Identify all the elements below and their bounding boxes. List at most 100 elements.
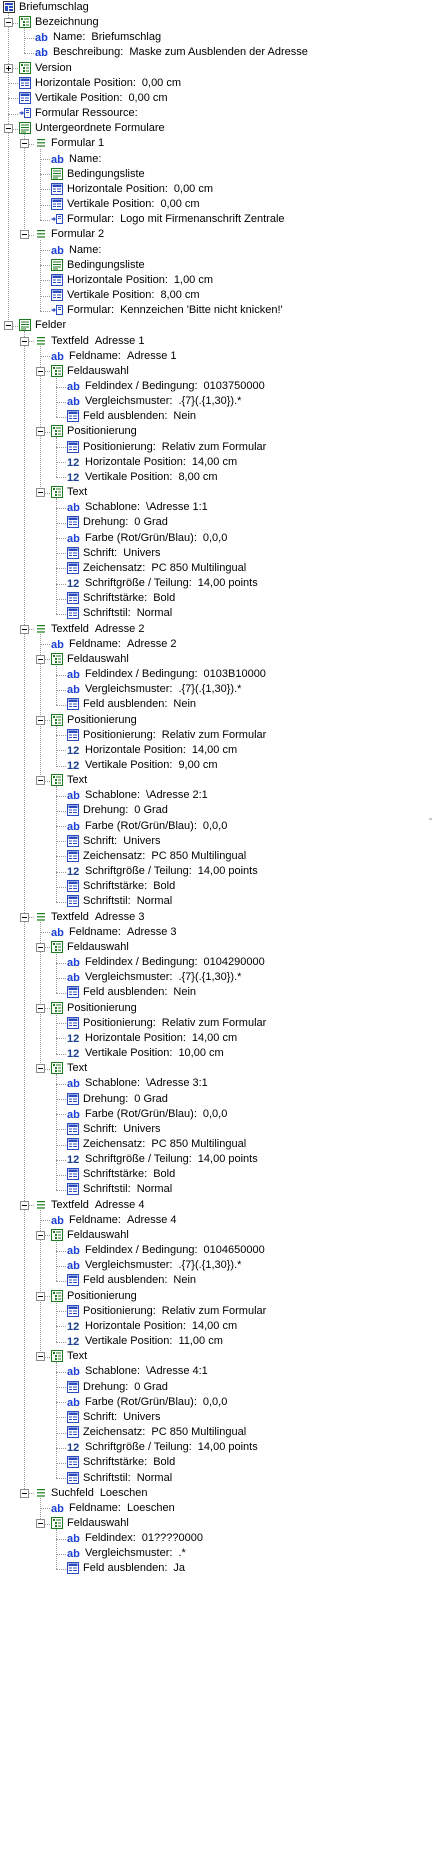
node-text: Positionierung: [67, 1289, 137, 1304]
node-text: Feldname:Loeschen: [69, 1501, 175, 1516]
collapse-toggle-icon[interactable]: [36, 488, 45, 498]
prop-icon: [67, 546, 79, 559]
tree-connector: [40, 265, 50, 267]
collapse-toggle-icon[interactable]: [4, 124, 13, 134]
collapse-toggle-icon[interactable]: [36, 1064, 45, 1074]
node-text: Schrift:Univers: [83, 1410, 161, 1425]
node-label: Bedingungsliste: [67, 258, 145, 271]
node-label: Vergleichsmuster:: [85, 683, 173, 696]
collapse-toggle-icon[interactable]: [20, 1200, 29, 1210]
node-text: Feldauswahl: [67, 364, 129, 379]
node-label: Feldname:: [69, 637, 121, 650]
tree-connector: [56, 856, 66, 858]
tree-connector: [56, 386, 66, 388]
tree-connector: [40, 932, 50, 934]
tree-connector: [56, 841, 66, 843]
tree-connector: [24, 133, 25, 235]
svg-text:ab: ab: [51, 351, 64, 362]
tree-connector: [24, 341, 34, 343]
node-value: Univers: [123, 546, 161, 559]
tree-connector: [40, 1068, 50, 1070]
node-label: Briefumschlag: [19, 1, 89, 13]
prop-icon: [67, 1304, 79, 1317]
collapse-toggle-icon[interactable]: [4, 321, 13, 331]
node-label: Schrift:: [83, 1122, 118, 1135]
node-text: Schriftstärke:Bold: [83, 879, 175, 894]
collapse-toggle-icon[interactable]: [36, 942, 45, 952]
prop-icon: [67, 592, 79, 605]
prop-icon: [67, 880, 79, 893]
prop-icon: [67, 1168, 79, 1181]
list-icon: [19, 122, 31, 135]
ab-icon: ab: [67, 1108, 80, 1121]
item-icon: [35, 228, 47, 240]
svg-text:ab: ab: [51, 154, 64, 165]
node-label: Positionierung:: [83, 440, 156, 453]
collapse-toggle-icon[interactable]: [20, 912, 29, 922]
expand-toggle-icon[interactable]: [4, 63, 13, 73]
section-icon: [51, 713, 63, 726]
tree-connector: [40, 239, 41, 311]
tree-connector: [40, 634, 41, 781]
collapse-toggle-icon[interactable]: [20, 230, 29, 240]
node-value: Relativ zum Formular: [161, 1016, 267, 1029]
node-label: Feld ausblenden:: [83, 1562, 168, 1575]
ab-icon: ab: [51, 1214, 64, 1227]
svg-text:ab: ab: [67, 533, 80, 544]
collapse-toggle-icon[interactable]: [36, 1003, 45, 1013]
node-label: Drehung:: [83, 1380, 129, 1393]
prop-icon: [67, 849, 79, 862]
node-label: Feldauswahl: [67, 652, 129, 665]
collapse-toggle-icon[interactable]: [20, 1488, 29, 1498]
tree-connector: [56, 1478, 66, 1480]
tree-connector: [56, 1144, 66, 1146]
collapse-toggle-icon[interactable]: [36, 654, 45, 664]
node-text: Horizontale Position:1,00 cm: [67, 273, 213, 288]
collapse-toggle-icon[interactable]: [20, 336, 29, 346]
collapse-toggle-icon[interactable]: [36, 366, 45, 376]
node-text: Schriftgröße / Teilung:14,00 points: [85, 576, 258, 591]
collapse-toggle-icon[interactable]: [36, 1291, 45, 1301]
node-label: Schablone:: [85, 789, 141, 802]
ab-icon: ab: [67, 1396, 80, 1409]
section-icon: [51, 425, 63, 438]
collapse-toggle-icon[interactable]: [36, 427, 45, 437]
node-label: Farbe (Rot/Grün/Blau):: [85, 819, 197, 832]
collapse-toggle-icon[interactable]: [36, 1352, 45, 1362]
node-value: 0,00 cm: [141, 76, 182, 89]
tree-connector: [40, 159, 50, 161]
node-text: Horizontale Position:14,00 cm: [85, 455, 237, 470]
num-icon: 12: [67, 744, 79, 757]
collapse-toggle-icon[interactable]: [20, 624, 29, 634]
collapse-toggle-icon[interactable]: [20, 139, 29, 149]
node-label: Feldauswahl: [67, 1517, 129, 1529]
node-label: Schablone:: [85, 1365, 141, 1378]
collapse-toggle-icon[interactable]: [36, 715, 45, 725]
svg-text:ab: ab: [67, 1397, 80, 1408]
node-text: Vertikale Position:11,00 cm: [85, 1334, 223, 1349]
node-label: Feldauswahl: [67, 364, 129, 377]
prop-icon: [67, 1274, 79, 1287]
tree-connector: [56, 1250, 66, 1252]
tree-connector: [40, 720, 50, 722]
num-icon: 12: [67, 1441, 79, 1454]
node-text: Beschreibung:Maske zum Ausblenden der Ad…: [53, 45, 308, 60]
collapse-toggle-icon[interactable]: [4, 18, 13, 28]
node-text: Name:Briefumschlag: [53, 30, 161, 45]
node-text: Vergleichsmuster:.{7}(.{1,30}).*: [85, 970, 241, 985]
num-icon: 12: [67, 471, 79, 484]
ab-icon: ab: [67, 380, 80, 393]
tree-connector: [40, 356, 50, 358]
node-value: 0104650000: [203, 1244, 265, 1257]
node-label: Text: [67, 486, 88, 499]
node-label: Feldname:: [69, 1213, 121, 1226]
node-text: Schablone:\Adresse 3:1: [85, 1076, 208, 1091]
tree-connector: [56, 598, 66, 600]
collapse-toggle-icon[interactable]: [36, 1519, 45, 1528]
node-label: Textfeld: [51, 622, 89, 635]
node-value: 0103B10000: [203, 668, 266, 681]
node-value: Bold: [153, 1456, 176, 1469]
collapse-toggle-icon[interactable]: [36, 1230, 45, 1240]
collapse-toggle-icon[interactable]: [36, 776, 45, 786]
